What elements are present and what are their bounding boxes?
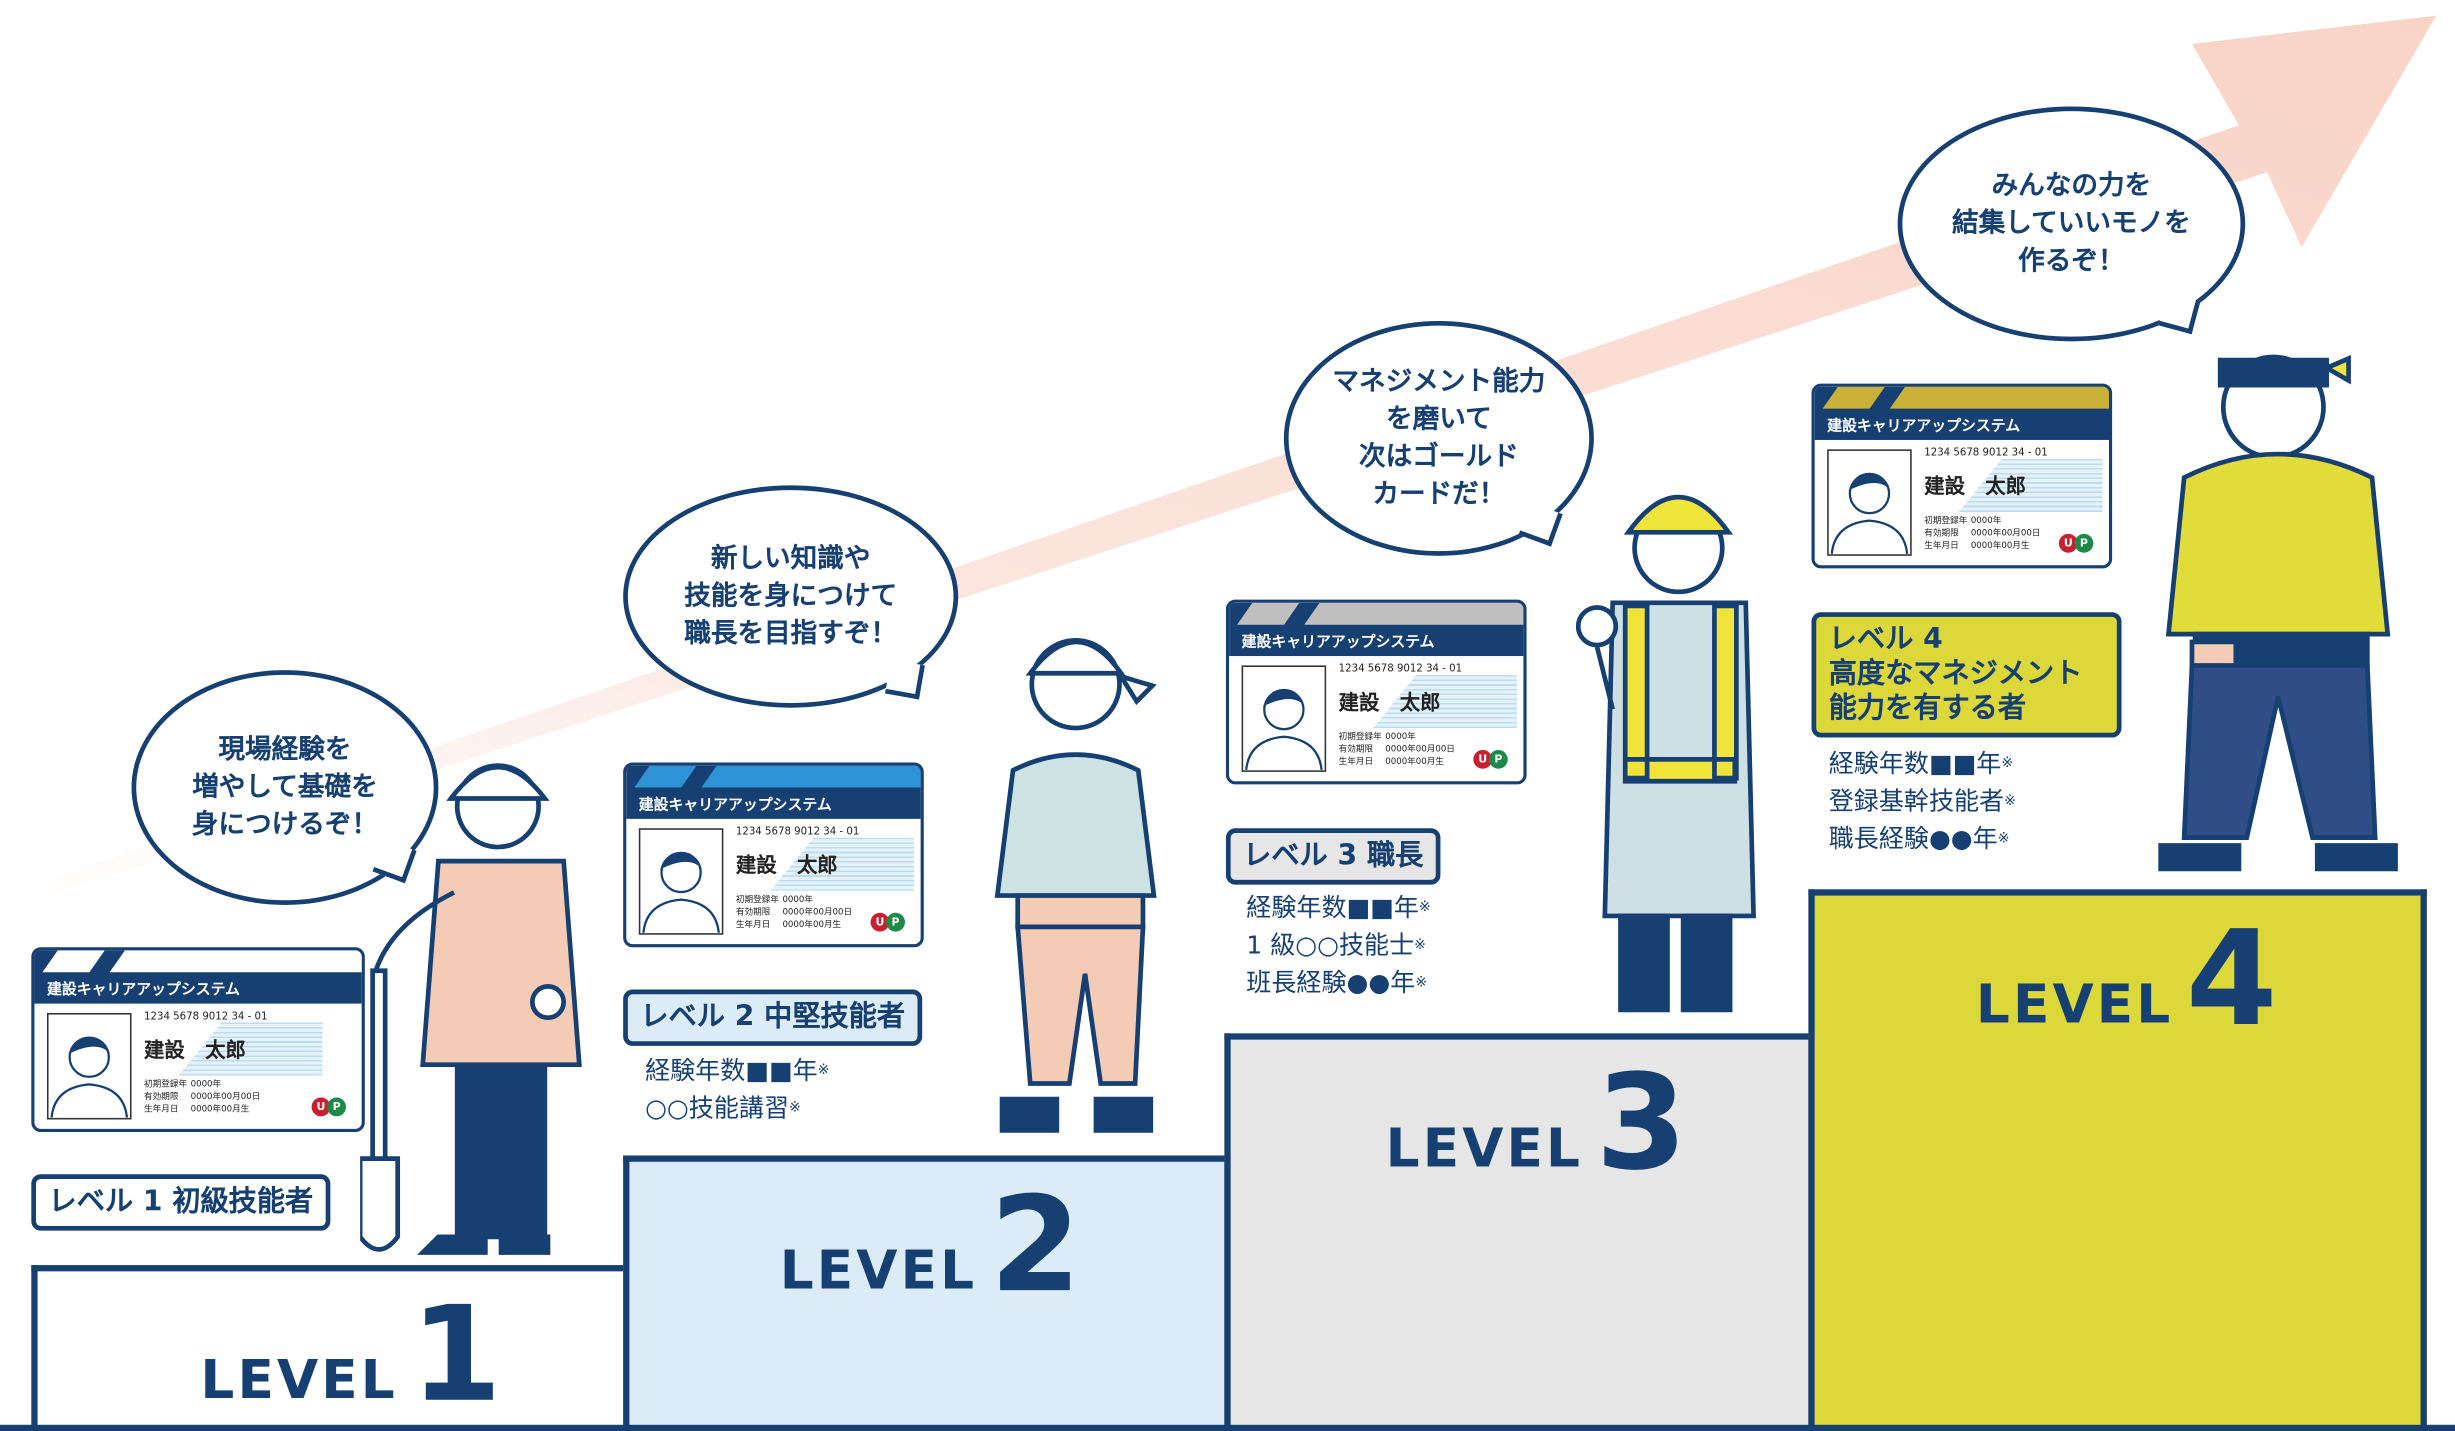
card-holder-name: 建設 太郎 <box>1924 475 2027 500</box>
level-2-title: レベル 2 中堅技能者 <box>623 989 923 1046</box>
card-info: 初期登録年 0000年有効期限 0000年00月00日生年月日 0000年00月… <box>1338 732 1455 768</box>
level-4-title: レベル 4 高度なマネジメント 能力を有する者 <box>1811 612 2122 738</box>
level-number: 1 <box>410 1277 506 1431</box>
worker-level-4-illustration <box>2158 354 2398 872</box>
card-holder-name: 建設 太郎 <box>1338 692 1441 716</box>
level-1-title: レベル 1 初級技能者 <box>31 1174 331 1231</box>
speech-bubble-level-3: マネジメント能力 を磨いて 次はゴールド カードだ！ <box>1283 320 1594 556</box>
speech-bubble-level-1: 現場経験を 増やして基礎を 身につけるぞ！ <box>131 670 439 905</box>
card-system-name: 建設キャリアアップシステム <box>638 796 832 815</box>
card-info: 初期登録年 0000年有効期限 0000年00月00日生年月日 0000年00月… <box>1924 516 2041 552</box>
career-up-card-level-1: 建設キャリアアップシステム 1234 5678 9012 34 - 01 建設 … <box>31 947 365 1133</box>
card-header: 建設キャリアアップシステム <box>34 950 362 1004</box>
card-info: 初期登録年 0000年有効期限 0000年00月00日生年月日 0000年00月… <box>735 895 853 931</box>
speech-bubble-level-2: 新しい知識や 技能を身につけて 職長を目指すぞ！ <box>623 485 959 708</box>
card-header: 建設キャリアアップシステム <box>1814 386 2109 440</box>
card-system-name: 建設キャリアアップシステム <box>1241 634 1435 652</box>
card-header: 建設キャリアアップシステム <box>1229 602 1524 657</box>
card-photo <box>1827 449 1912 556</box>
podium-level-3 <box>1224 1033 1815 1431</box>
card-info: 初期登録年 0000年有効期限 0000年00月00日生年月日 0000年00月… <box>144 1080 261 1115</box>
card-number: 1234 5678 9012 34 - 01 <box>1924 446 2048 459</box>
card-photo <box>638 828 724 935</box>
level-word: LEVEL <box>779 1240 978 1303</box>
card-system-name: 建設キャリアアップシステム <box>46 981 240 999</box>
podium-level-4 <box>1808 889 2427 1431</box>
worker-level-3-illustration <box>1575 494 1756 1013</box>
career-up-card-level-4: 建設キャリアアップシステム 1234 5678 9012 34 - 01 建設 … <box>1811 383 2113 569</box>
requirement: 登録基幹技能者※ <box>1828 785 2016 816</box>
level-number: 2 <box>989 1168 1085 1322</box>
requirement: 1 級○○技能士※ <box>1246 930 1426 960</box>
podium-level-1 <box>31 1265 630 1431</box>
level-2-requirements: 経験年数■■年※ ○○技能講習※ <box>645 1052 829 1127</box>
requirement: 経験年数■■年※ <box>645 1055 830 1086</box>
card-header: 建設キャリアアップシステム <box>626 765 921 819</box>
career-up-card-level-3: 建設キャリアアップシステム 1234 5678 9012 34 - 01 建設 … <box>1225 599 1527 785</box>
card-photo <box>46 1013 132 1120</box>
requirement: 経験年数■■年※ <box>1828 748 2014 779</box>
card-system-name: 建設キャリアアップシステム <box>1827 418 2021 436</box>
level-3-title: レベル 3 職長 <box>1225 828 1441 885</box>
career-up-card-level-2: 建設キャリアアップシステム 1234 5678 9012 34 - 01 建設 … <box>623 762 924 948</box>
requirement: 職長経験●●年※ <box>1828 823 2010 854</box>
podium-level-2 <box>623 1155 1231 1431</box>
level-word: LEVEL <box>1385 1118 1584 1181</box>
level-4-requirements: 経験年数■■年※ 登録基幹技能者※ 職長経験●●年※ <box>1829 745 2016 858</box>
card-number: 1234 5678 9012 34 - 01 <box>1338 662 1463 675</box>
card-number: 1234 5678 9012 34 - 01 <box>735 825 860 838</box>
card-holder-name: 建設 太郎 <box>144 1039 246 1064</box>
level-number: 4 <box>2185 901 2281 1056</box>
worker-level-1-illustration <box>360 763 582 1255</box>
level-number: 3 <box>1595 1045 1691 1200</box>
requirement: 経験年数■■年※ <box>1246 892 1431 923</box>
requirement: 班長経験●●年※ <box>1246 967 1428 998</box>
speech-bubble-level-4: みんなの力を 結集していいモノを 作るぞ！ <box>1897 106 2246 342</box>
card-holder-name: 建設 太郎 <box>735 854 838 879</box>
worker-level-2-illustration <box>994 638 1157 1133</box>
level-word: LEVEL <box>200 1349 398 1413</box>
level-word: LEVEL <box>1975 974 2174 1037</box>
requirement: ○○技能講習※ <box>645 1092 801 1123</box>
card-photo <box>1241 665 1327 772</box>
level-3-requirements: 経験年数■■年※ 1 級○○技能士※ 班長経験●●年※ <box>1246 889 1430 1002</box>
card-number: 1234 5678 9012 34 - 01 <box>144 1009 268 1023</box>
